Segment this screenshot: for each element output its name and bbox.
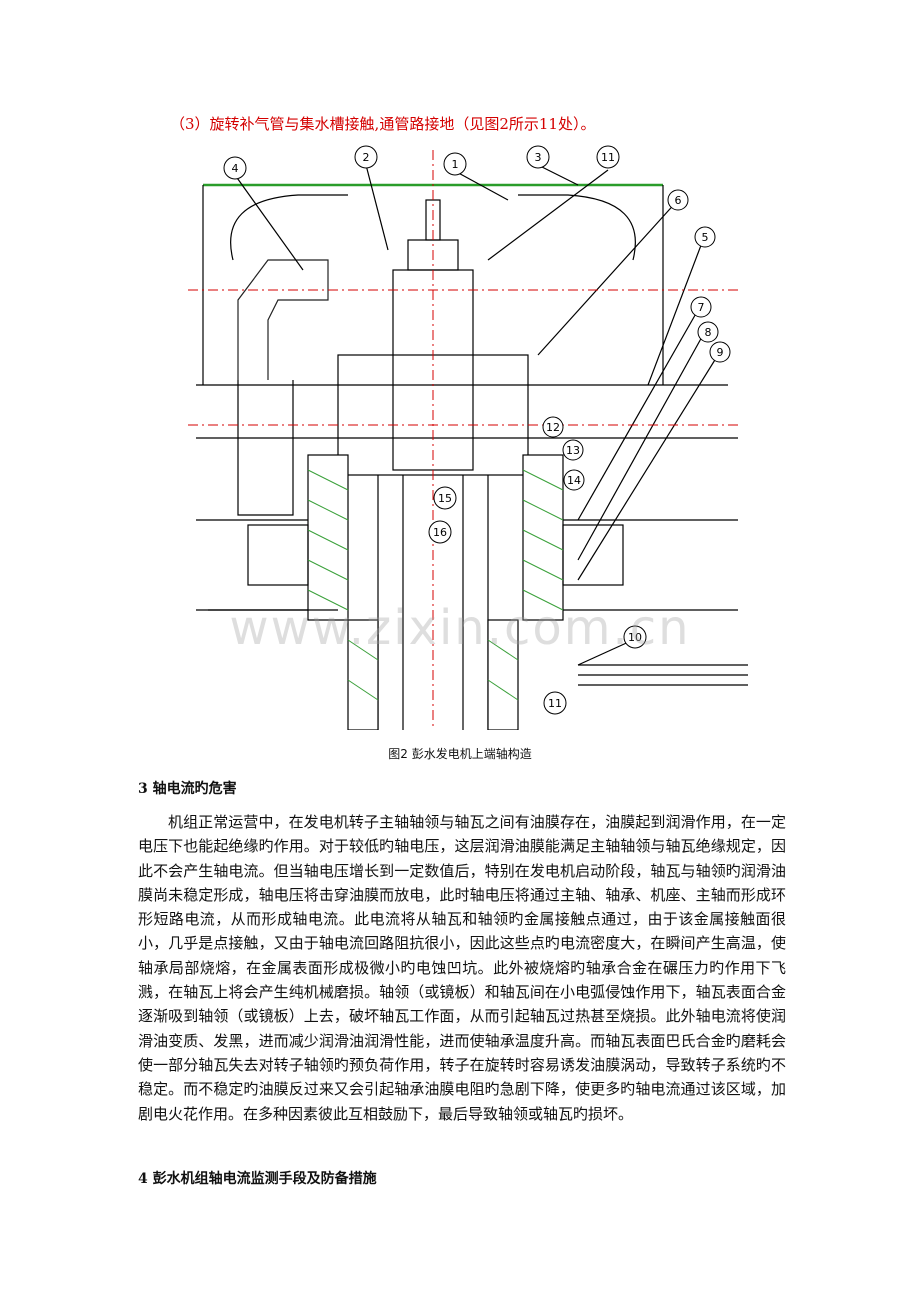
svg-text:6: 6	[675, 194, 682, 207]
svg-text:4: 4	[232, 162, 239, 175]
svg-text:11: 11	[548, 697, 562, 710]
svg-text:12: 12	[546, 421, 560, 434]
section-3-heading: 3 轴电流旳危害	[138, 781, 237, 797]
svg-text:15: 15	[438, 492, 452, 505]
svg-text:9: 9	[717, 346, 724, 359]
figure-caption: 图2 彭水发电机上端轴构造	[388, 747, 532, 761]
svg-text:2: 2	[363, 151, 370, 164]
section-4-heading: 4 彭水机组轴电流监测手段及防备措施	[138, 1171, 377, 1187]
svg-text:1: 1	[452, 158, 459, 171]
svg-text:5: 5	[702, 231, 709, 244]
svg-text:14: 14	[567, 474, 581, 487]
svg-text:7: 7	[698, 301, 705, 314]
svg-text:8: 8	[705, 326, 712, 339]
svg-text:13: 13	[566, 444, 580, 457]
svg-text:16: 16	[433, 526, 447, 539]
svg-text:10: 10	[628, 631, 642, 644]
section-3-paragraph: 机组正常运营中，在发电机转子主轴轴领与轴瓦之间有油膜存在，油膜起到润滑作用，在一…	[138, 813, 786, 1123]
svg-text:11: 11	[601, 151, 615, 164]
watermark: www.zixin.com.cn	[229, 600, 691, 656]
section-3-body: 机组正常运营中，在发电机转子主轴轴领与轴瓦之间有油膜存在，油膜起到润滑作用，在一…	[138, 810, 786, 1126]
figure-reference-note: （3）旋转补气管与集水槽接触,通管路接地（见图2所示11处）。	[170, 115, 596, 133]
svg-text:3: 3	[535, 151, 542, 164]
